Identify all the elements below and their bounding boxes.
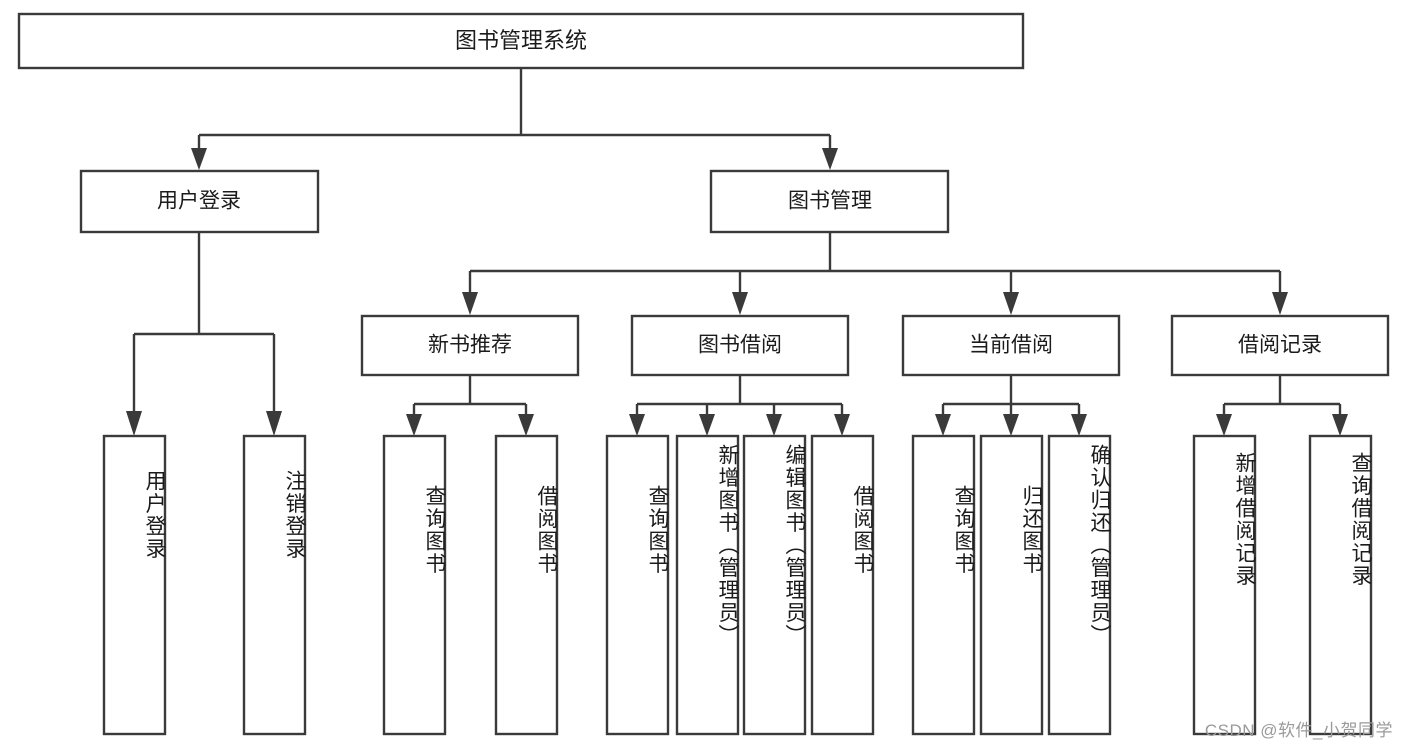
arrowhead-add-record bbox=[1216, 414, 1232, 436]
arrowhead-current-borrow bbox=[1003, 292, 1019, 315]
node-root-box[interactable] bbox=[17, 12, 1025, 70]
node-borrow-record-label: 借阅记录 bbox=[1238, 334, 1322, 357]
node-new-book-recommend-box[interactable] bbox=[360, 314, 580, 377]
node-new-book-recommend-label: 新书推荐 bbox=[428, 334, 512, 357]
leaf-user-login-box[interactable] bbox=[102, 434, 167, 736]
leaf-confirm-return-box[interactable] bbox=[1047, 434, 1112, 736]
csdn-watermark: CSDN @软件_小贺同学 bbox=[1204, 721, 1393, 740]
arrowhead-b1 bbox=[518, 414, 534, 436]
leaf-return-book-box[interactable] bbox=[979, 434, 1044, 736]
leaf-logout-box[interactable] bbox=[242, 434, 307, 736]
arrowhead-q2 bbox=[629, 414, 645, 436]
leaf-add-book-box[interactable] bbox=[675, 434, 740, 736]
arrowhead-book-manage bbox=[822, 148, 838, 170]
node-book-manage-box[interactable] bbox=[709, 169, 950, 234]
node-borrow-record-box[interactable] bbox=[1170, 314, 1390, 377]
node-user-login[interactable]: 用户登录 bbox=[79, 169, 320, 234]
node-root-label: 图书管理系统 bbox=[455, 28, 587, 53]
arrowhead-q1 bbox=[406, 414, 422, 436]
arrowhead-q3 bbox=[935, 414, 951, 436]
leaf-borrow-book-2-box[interactable] bbox=[810, 434, 875, 736]
leaf-query-book-3-box[interactable] bbox=[911, 434, 976, 736]
node-root[interactable]: 图书管理系统 bbox=[17, 12, 1025, 70]
arrowhead-leaf-logout bbox=[266, 411, 282, 436]
node-current-borrow-box[interactable] bbox=[901, 314, 1121, 377]
arrowhead-new-book bbox=[462, 292, 478, 315]
leaf-edit-book-box[interactable] bbox=[742, 434, 807, 736]
node-current-borrow[interactable]: 当前借阅 bbox=[901, 314, 1121, 377]
leaf-query-book-1-box[interactable] bbox=[382, 434, 447, 736]
node-user-login-label: 用户登录 bbox=[157, 190, 241, 213]
node-new-book-recommend[interactable]: 新书推荐 bbox=[360, 314, 580, 377]
node-book-borrow-label: 图书借阅 bbox=[698, 334, 782, 357]
arrowhead-add-book bbox=[699, 414, 715, 436]
arrowhead-query-record bbox=[1332, 414, 1348, 436]
arrowhead-confirm-return bbox=[1071, 414, 1087, 436]
arrowhead-edit-book bbox=[766, 414, 782, 436]
arrowhead-return-book bbox=[1003, 414, 1019, 436]
node-book-manage-label: 图书管理 bbox=[788, 190, 872, 213]
node-current-borrow-label: 当前借阅 bbox=[969, 334, 1053, 357]
leaf-query-book-2-box[interactable] bbox=[605, 434, 670, 736]
arrowhead-b2 bbox=[834, 414, 850, 436]
node-borrow-record[interactable]: 借阅记录 bbox=[1170, 314, 1390, 377]
node-book-manage[interactable]: 图书管理 bbox=[709, 169, 950, 234]
arrowhead-leaf-user-login bbox=[126, 411, 142, 436]
node-book-borrow[interactable]: 图书借阅 bbox=[630, 314, 850, 377]
node-book-borrow-box[interactable] bbox=[630, 314, 850, 377]
leaf-query-record-box[interactable] bbox=[1308, 434, 1373, 736]
leaf-borrow-book-1-box[interactable] bbox=[494, 434, 559, 736]
arrowhead-book-borrow bbox=[732, 292, 748, 315]
arrowhead-user-login bbox=[191, 148, 207, 170]
arrowhead-borrow-record bbox=[1272, 292, 1288, 315]
leaf-add-record-box[interactable] bbox=[1192, 434, 1257, 736]
